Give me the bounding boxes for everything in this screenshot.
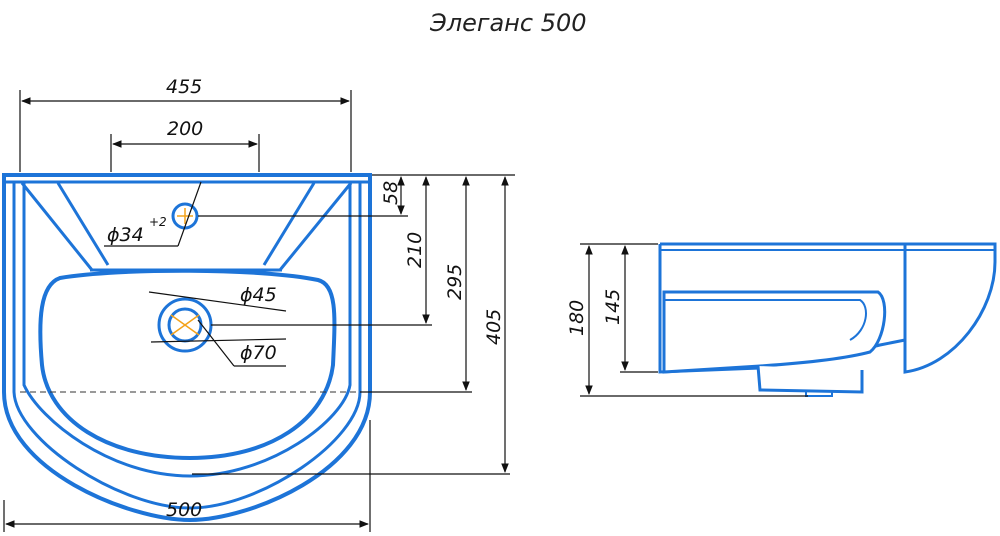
dim-58: 58	[380, 181, 402, 205]
slope-left-a	[20, 182, 94, 271]
dim-phi45: ϕ45	[240, 284, 277, 306]
basin	[38, 268, 337, 461]
side-drain	[756, 365, 864, 394]
side-basin	[662, 290, 887, 374]
dim-210: 210	[404, 232, 426, 268]
dim-phi34: ϕ34	[107, 224, 144, 246]
drawing-title: Элеганс 500	[429, 9, 587, 37]
inner-border	[12, 182, 362, 510]
dim-295: 295	[444, 264, 466, 300]
slope-right-a	[278, 182, 353, 271]
side-view	[658, 242, 997, 397]
dim-phi34-tolerance: +2	[149, 215, 167, 229]
top-dimensions: 455 200 500 58 210 295 405 ϕ34 +2	[3, 76, 515, 532]
dim-455: 455	[166, 76, 202, 98]
dim-phi70: ϕ70	[240, 342, 277, 364]
dim-180: 180	[566, 300, 588, 336]
dim-200: 200	[167, 118, 203, 140]
slope-right-b	[262, 182, 316, 266]
side-basin-inner	[664, 299, 867, 341]
dim-145: 145	[602, 289, 624, 325]
deck-edge	[22, 182, 352, 478]
dim-500: 500	[166, 499, 202, 521]
top-view	[1, 173, 372, 523]
side-body	[660, 242, 997, 374]
dim-405: 405	[483, 309, 505, 345]
side-drain-tail	[805, 390, 833, 397]
drain-center-b	[170, 314, 200, 336]
slope-left-b	[56, 182, 110, 266]
side-dimensions: 145 180	[566, 243, 808, 397]
